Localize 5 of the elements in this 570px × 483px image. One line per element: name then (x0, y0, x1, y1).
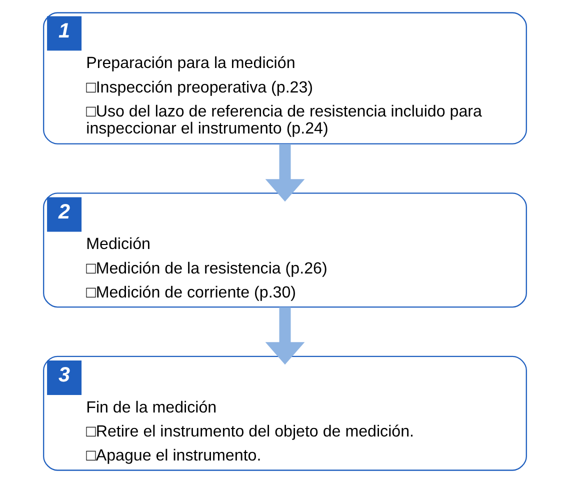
node-box: 1 Preparación para la medición □Inspección preoperativa (p.23) □Uso del lazo de referencia de resistencia incluido para inspeccionar el instrumento (p.24) (43, 12, 527, 144)
node-box: 2 Medición □Medición de la resistencia (p.26) □Medición de corriente (p.30) (43, 192, 527, 308)
arrow (265, 307, 305, 365)
node-box: 3 Fin de la medición □Retire el instrumento del objeto de medición. □Apague el instrumento. (43, 356, 527, 471)
arrow (265, 144, 305, 202)
